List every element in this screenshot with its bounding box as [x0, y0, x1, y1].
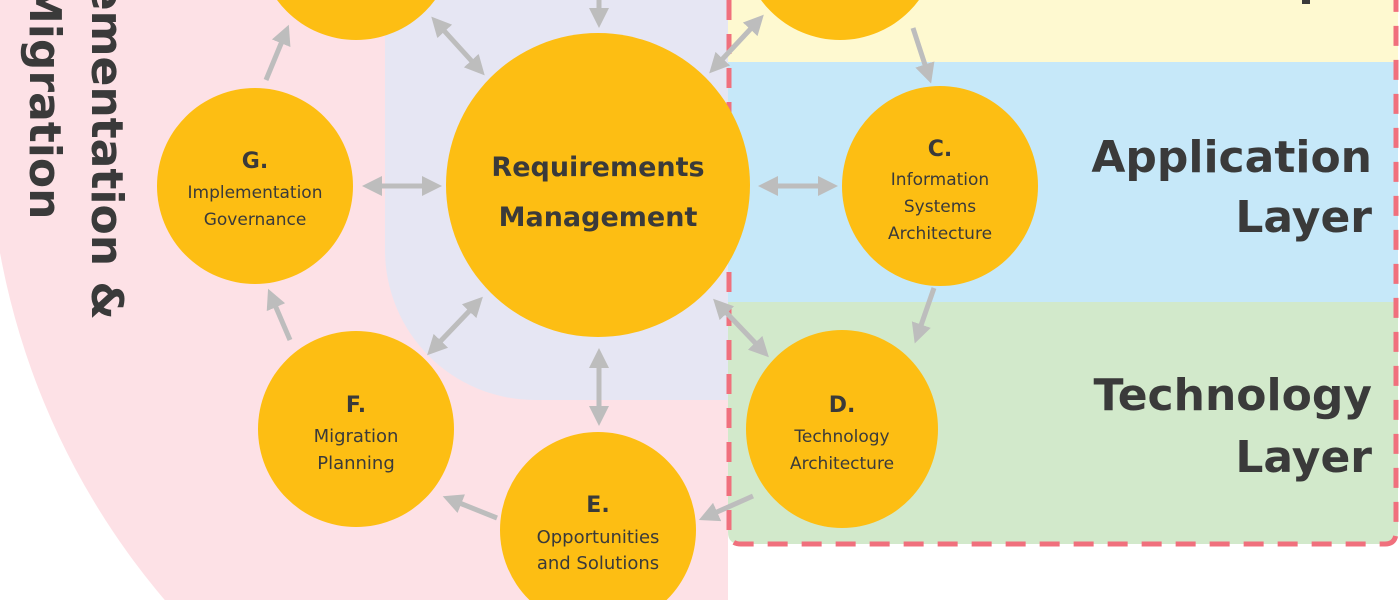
rm-label-line1: Requirements: [491, 152, 704, 183]
side-label-line1: Implementation &: [81, 0, 132, 320]
phase-e-line2: and Solutions: [537, 553, 659, 574]
phase-d-node[interactable]: D. Technology Architecture: [746, 330, 938, 528]
phase-g-node[interactable]: G. Implementation Governance: [157, 88, 353, 284]
phase-f-node[interactable]: F. Migration Planning: [258, 331, 454, 527]
phase-e-line1: Opportunities: [537, 527, 660, 548]
arrow-b-to-rm: [709, 14, 764, 74]
phase-d-line1: Technology: [793, 427, 889, 447]
application-layer-bg: [728, 62, 1398, 302]
arrow-c-to-d: [911, 287, 937, 344]
phase-e-node[interactable]: E. Opportunities and Solutions: [500, 432, 696, 600]
phase-h-circle: [277, 0, 435, 40]
business-layer-label-fragment: [1302, 0, 1310, 4]
phase-d-line2: Architecture: [790, 454, 894, 474]
arrow-d-to-e: [698, 493, 755, 522]
arrow-b-to-c: [910, 27, 935, 84]
phase-b-circle: [761, 0, 919, 40]
requirements-management-node[interactable]: Requirements Management: [446, 33, 750, 337]
phase-g-line2: Governance: [204, 210, 307, 230]
architecture-dashed-border: [726, 0, 1399, 547]
rm-label-line2: Management: [499, 202, 698, 233]
phase-c-letter: C.: [928, 137, 953, 162]
application-layer-label-line1: Application: [1091, 132, 1372, 183]
phase-c-line3: Architecture: [888, 224, 992, 244]
arrow-f-to-rm: [427, 296, 483, 356]
arrow-f-to-g: [266, 288, 293, 341]
phase-c-line2: Systems: [904, 197, 976, 217]
arrows: [263, 0, 937, 522]
phase-f-line2: Planning: [317, 453, 395, 474]
arrow-g-to-h: [263, 24, 291, 81]
arrow-d-to-rm: [713, 298, 769, 358]
arrow-h-to-rm: [431, 16, 485, 76]
phase-c-line1: Information: [891, 170, 989, 190]
phase-c-node[interactable]: C. Information Systems Architecture: [842, 86, 1038, 286]
arrow-e-to-f: [442, 494, 498, 521]
technology-layer-label-line2: Layer: [1235, 432, 1372, 483]
phase-e-letter: E.: [586, 493, 609, 518]
phase-f-letter: F.: [346, 393, 366, 418]
phase-f-line1: Migration: [314, 426, 399, 447]
side-label-line2: Migration: [19, 0, 70, 219]
application-layer-label-line2: Layer: [1235, 192, 1372, 243]
phase-g-letter: G.: [242, 149, 268, 174]
technology-layer-label-line1: Technology: [1094, 370, 1372, 421]
phase-g-line1: Implementation: [188, 183, 323, 203]
phase-d-letter: D.: [829, 393, 856, 418]
